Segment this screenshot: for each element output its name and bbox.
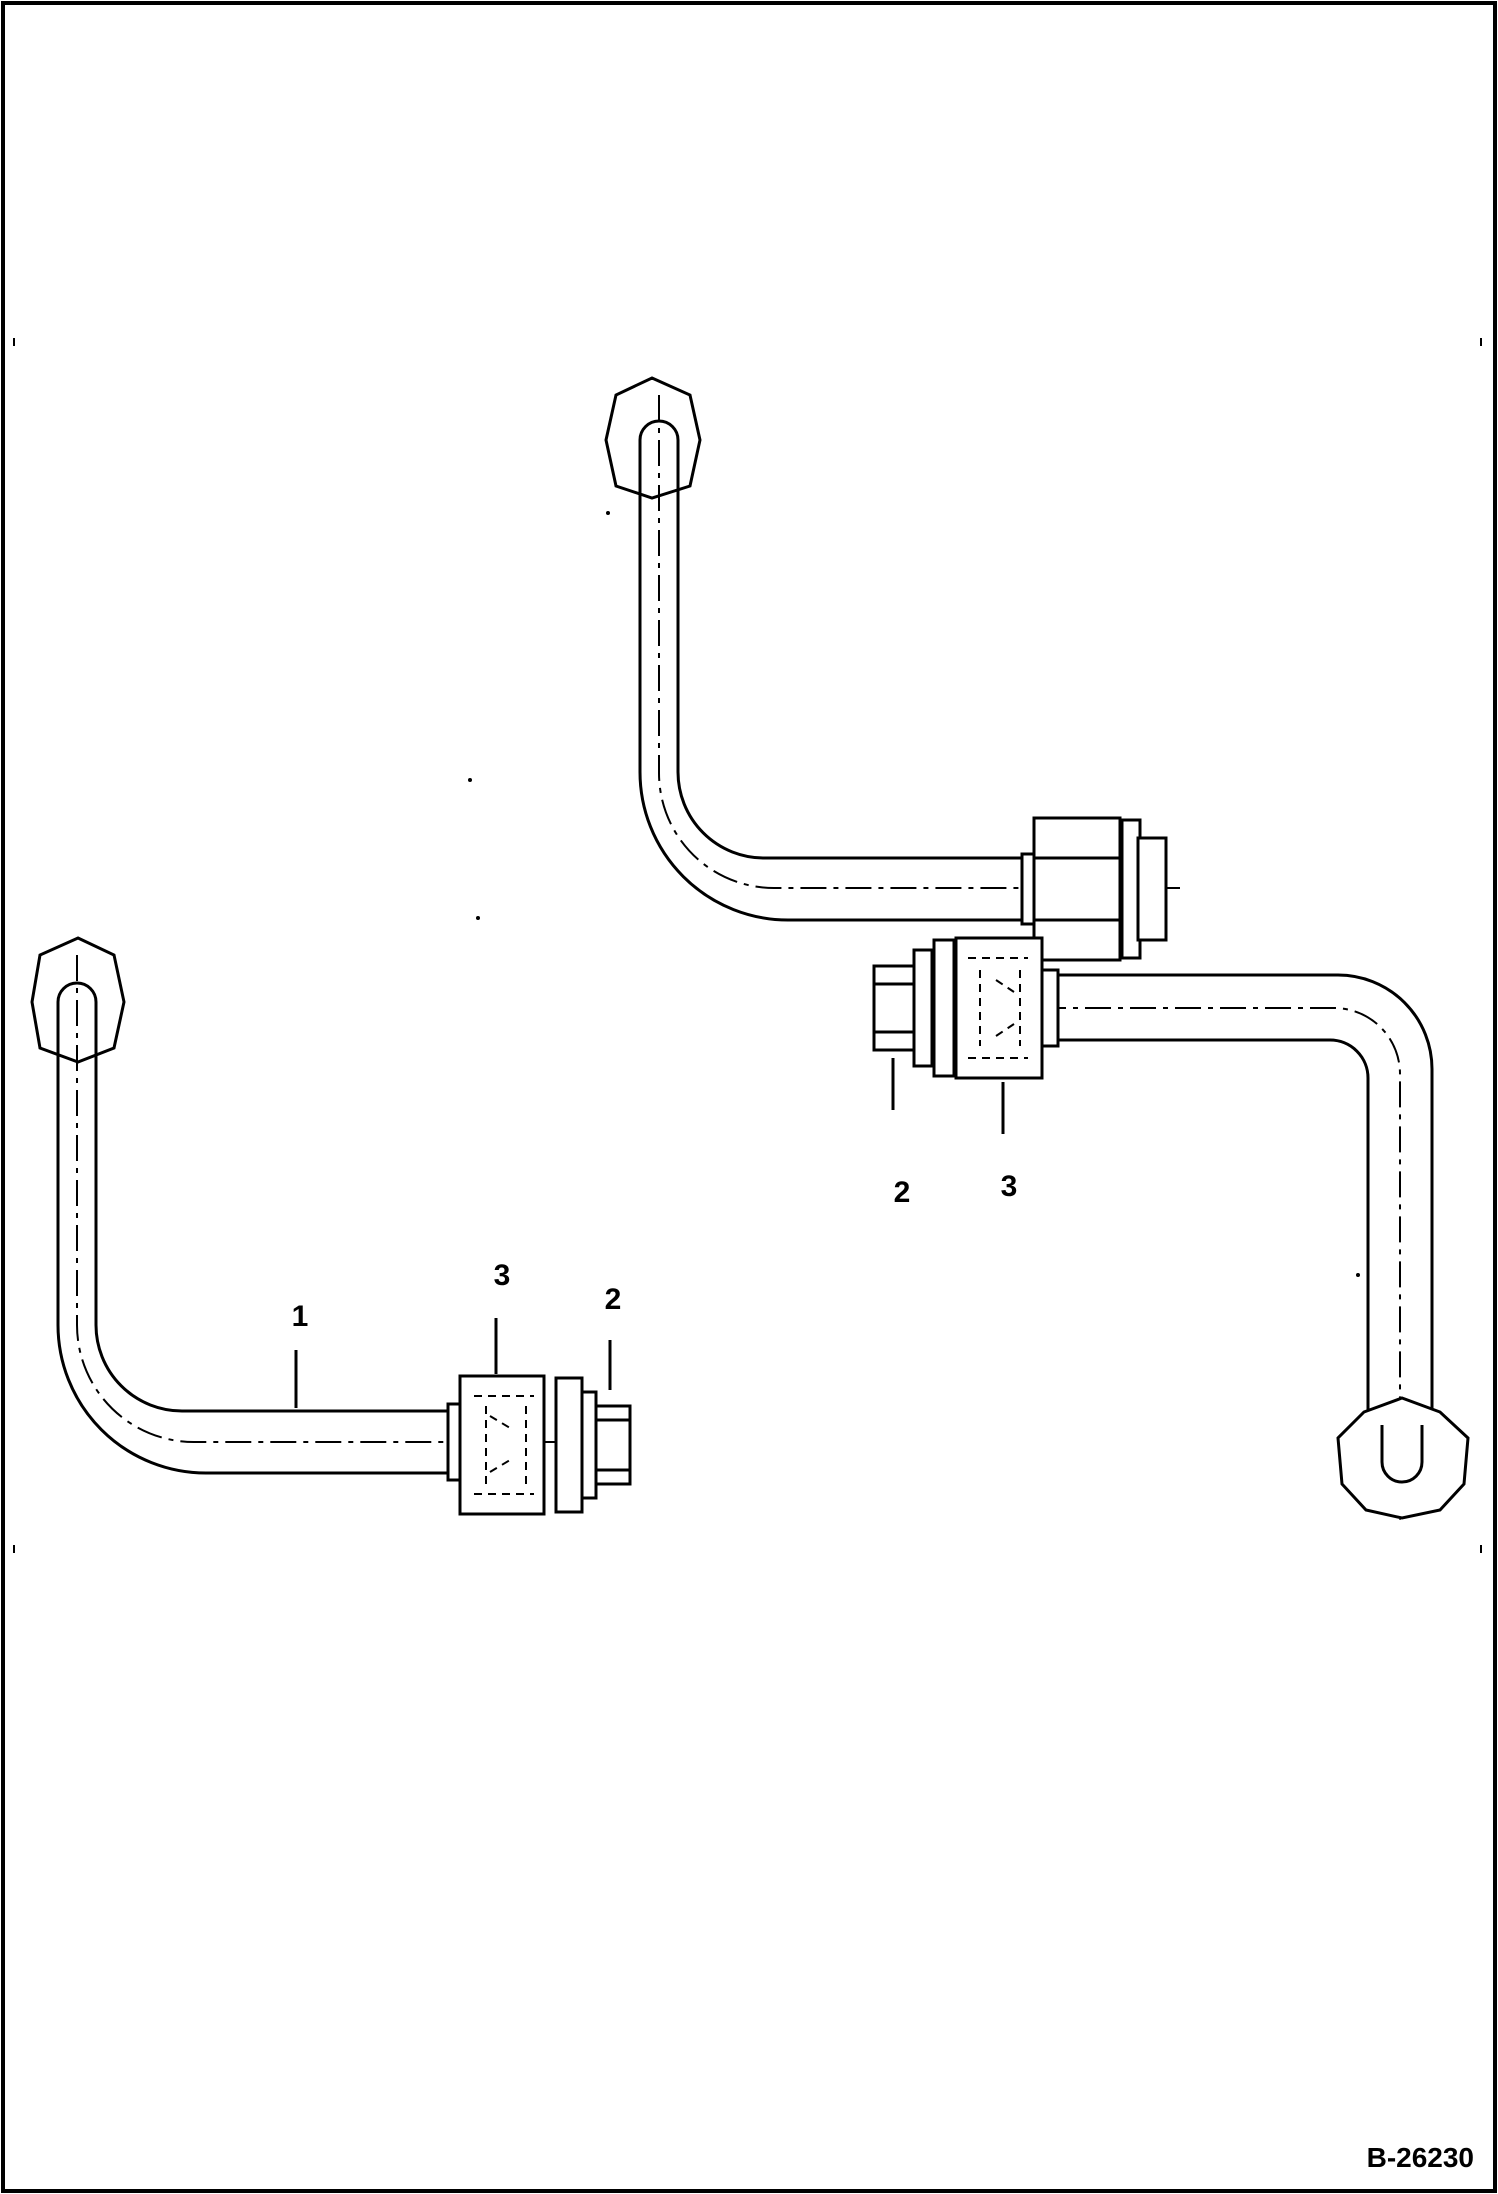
callout-3-right-nut: 3 <box>1001 1170 1018 1203</box>
left-fitting-nut <box>458 1374 546 1516</box>
callout-3-left-nut: 3 <box>494 1259 511 1292</box>
right-fitting-hex <box>872 964 916 1052</box>
right-tube <box>1058 973 1434 1440</box>
callout-2-right-fitting: 2 <box>894 1176 911 1209</box>
left-fitting-hex <box>594 1404 632 1486</box>
right-banjo-eye <box>1380 1425 1424 1484</box>
upper-fitting-nut <box>1032 816 1122 962</box>
right-fitting-nut <box>954 936 1044 1080</box>
scan-dots <box>468 511 1360 1277</box>
right-tube-assembly <box>872 936 1470 1520</box>
upper-fitting-hex <box>1136 836 1168 942</box>
drawing-number: B-26230 <box>1367 2142 1474 2173</box>
left-fitting-thin-washer <box>580 1390 598 1500</box>
right-fitting-washer <box>932 938 956 1078</box>
callout-1-left-tube: 1 <box>292 1300 309 1333</box>
left-tube <box>56 1035 448 1475</box>
left-fitting-washer <box>554 1376 584 1514</box>
callout-2-left-fitting: 2 <box>605 1283 622 1316</box>
left-tube-assembly <box>30 936 632 1516</box>
upper-tube-assembly <box>604 376 1180 962</box>
right-fitting-thin-washer <box>912 948 934 1068</box>
crop-marks <box>13 338 1482 1553</box>
upper-tube <box>638 470 1022 922</box>
